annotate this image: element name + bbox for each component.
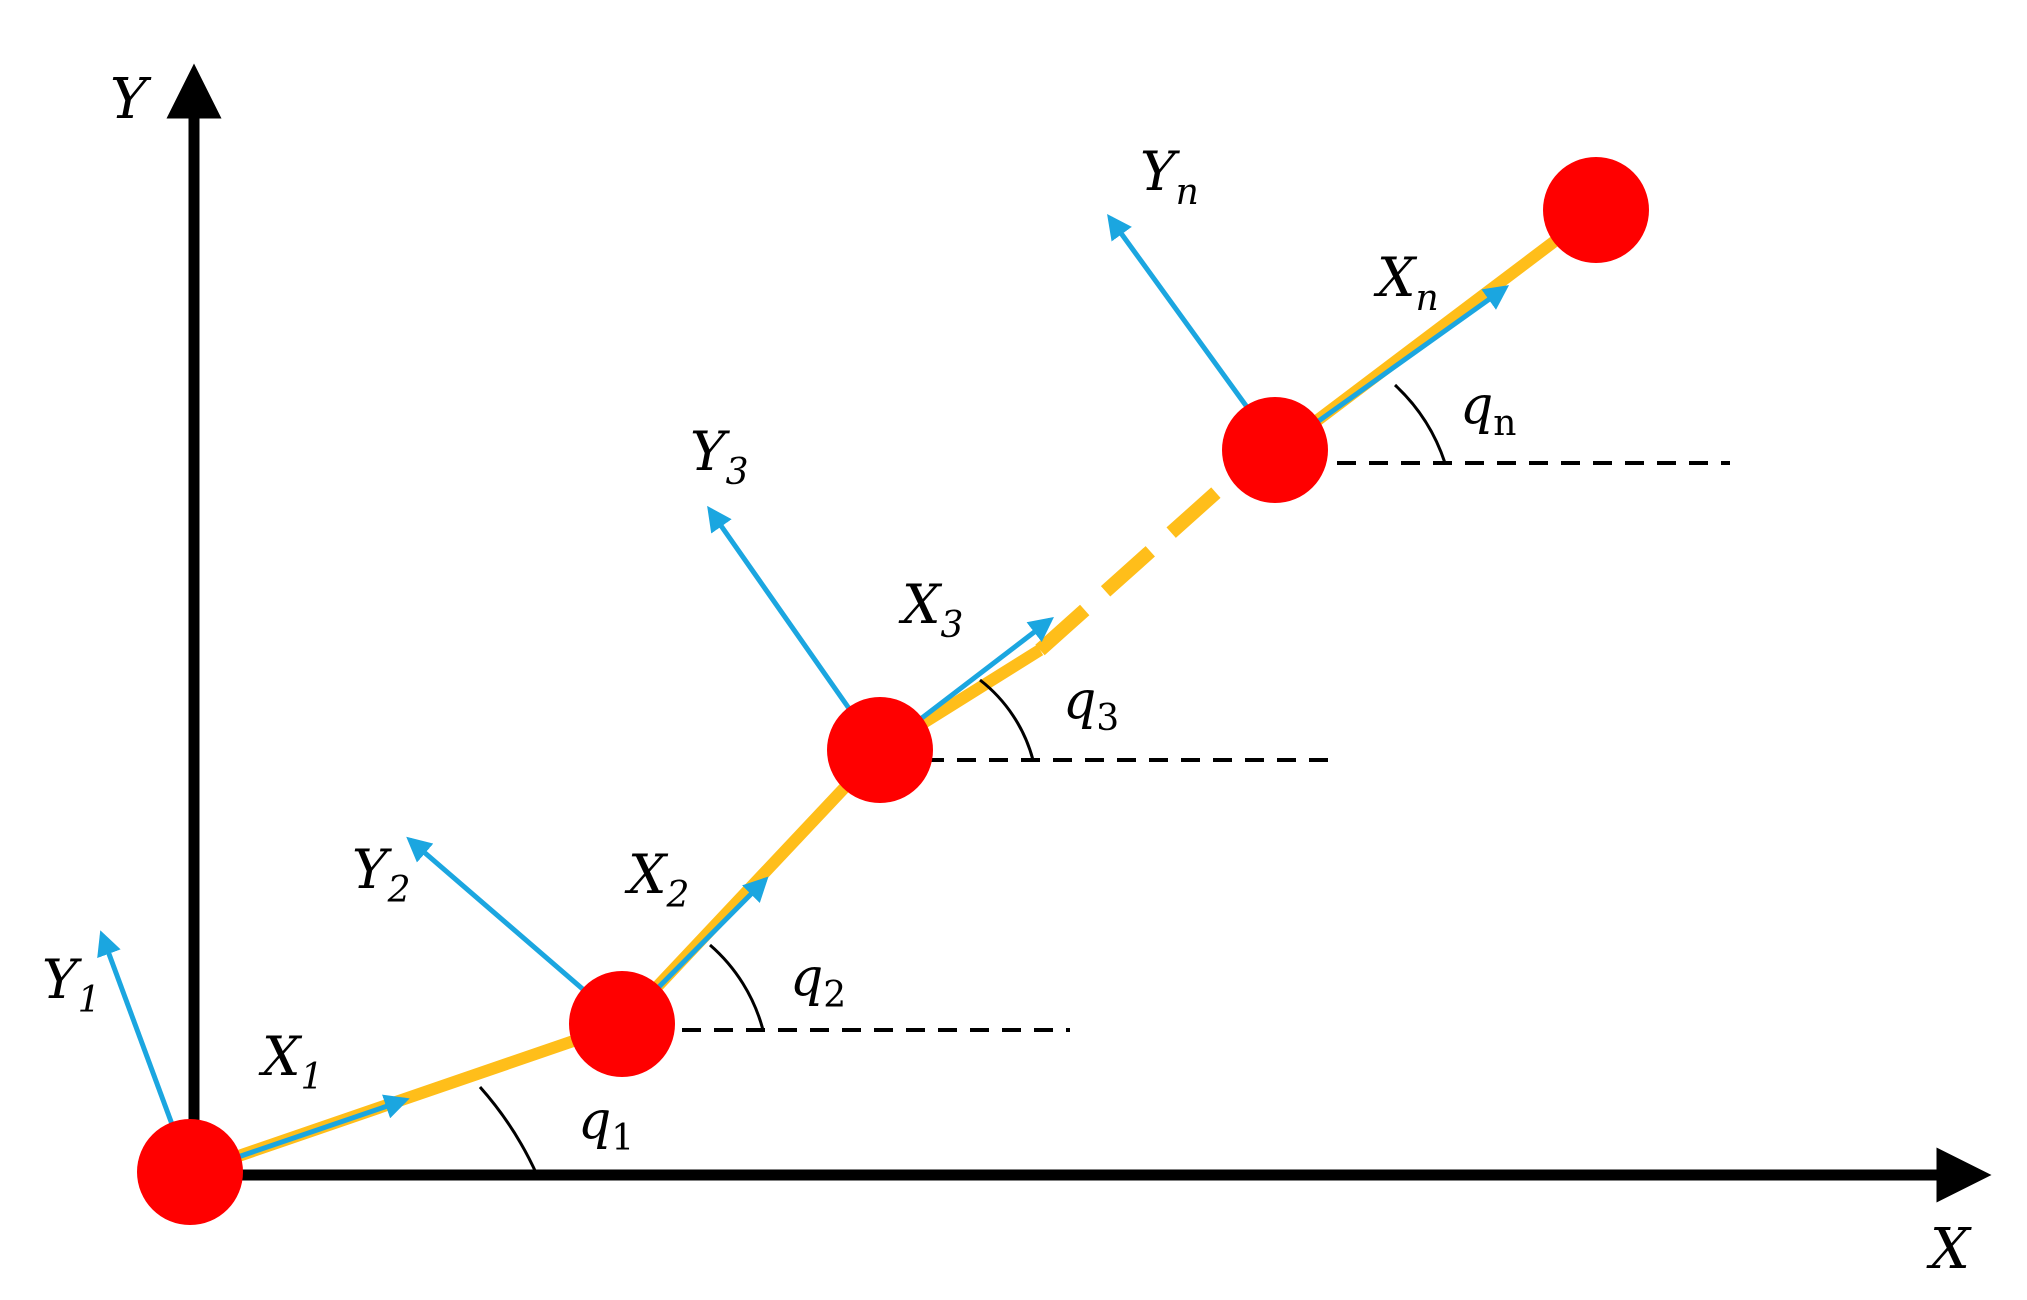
angle-arcs	[478, 383, 1447, 1176]
joint-base	[137, 1119, 243, 1225]
angle-arc-q2	[709, 943, 765, 1031]
angle-arc-q3	[979, 678, 1035, 761]
joint-2	[569, 971, 675, 1077]
y2-label: Y2	[352, 838, 411, 911]
x3-label: X3	[898, 573, 963, 646]
qn-label: qn	[1460, 376, 1516, 444]
joint-n	[1222, 397, 1328, 503]
link-dashed-segment	[1035, 474, 1235, 656]
angle-arc-qn	[1393, 383, 1447, 464]
joint-3	[827, 697, 933, 803]
frame-labels: Y1 X1 Y2 X2 Y3 X3 Yn Xn	[42, 140, 1439, 1098]
yn-axis-arrow	[1107, 213, 1263, 427]
x2-label: X2	[624, 843, 689, 916]
q3-label: q3	[1063, 671, 1119, 739]
world-axes: Y X	[110, 63, 1992, 1282]
q2-label: q2	[790, 948, 846, 1016]
y3-axis-arrow	[707, 505, 865, 729]
joints	[137, 157, 1649, 1225]
yn-label: Yn	[1140, 140, 1199, 213]
y2-axis-arrow	[406, 836, 602, 1006]
q1-label: q1	[578, 1091, 634, 1159]
y3-label: Y3	[690, 420, 749, 493]
frame-y-arrows	[97, 213, 1263, 1136]
x1-label: X1	[258, 1025, 323, 1098]
xn-label: Xn	[1373, 246, 1439, 319]
y1-axis-arrow	[97, 930, 179, 1136]
world-y-axis-label: Y	[110, 67, 152, 132]
angle-arc-q1	[478, 1086, 539, 1176]
y1-label: Y1	[42, 948, 101, 1021]
links	[190, 205, 1600, 1178]
angle-labels: q1 q2 q3 qn	[578, 376, 1516, 1159]
reference-lines	[650, 461, 1730, 1032]
end-effector	[1543, 157, 1649, 263]
world-x-axis-label: X	[1926, 1217, 1972, 1282]
